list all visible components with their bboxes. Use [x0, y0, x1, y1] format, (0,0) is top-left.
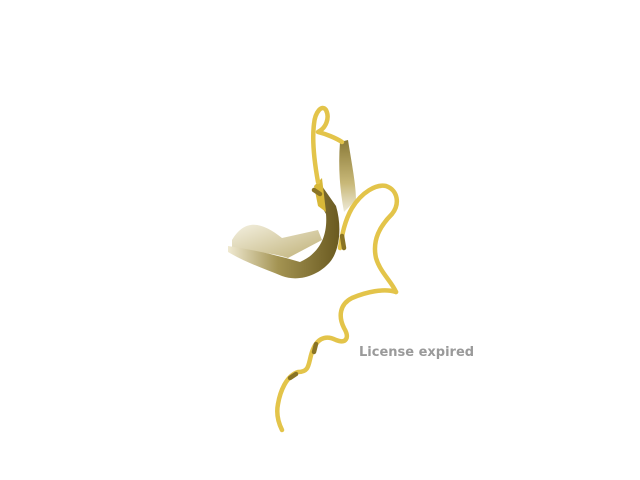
coil-lower	[274, 288, 399, 433]
coil-top-loop	[310, 105, 345, 185]
coil-shadow-4	[287, 371, 299, 381]
coil-shadow-1	[311, 187, 323, 197]
coil-middle	[337, 183, 400, 295]
beta-sheet-right	[339, 140, 356, 212]
license-watermark: License expired	[359, 345, 475, 360]
beta-sheet-front	[228, 186, 340, 279]
coil-shadow-3	[311, 341, 319, 355]
beta-sheet-back	[232, 224, 322, 258]
coil-shadow-2	[339, 233, 347, 251]
